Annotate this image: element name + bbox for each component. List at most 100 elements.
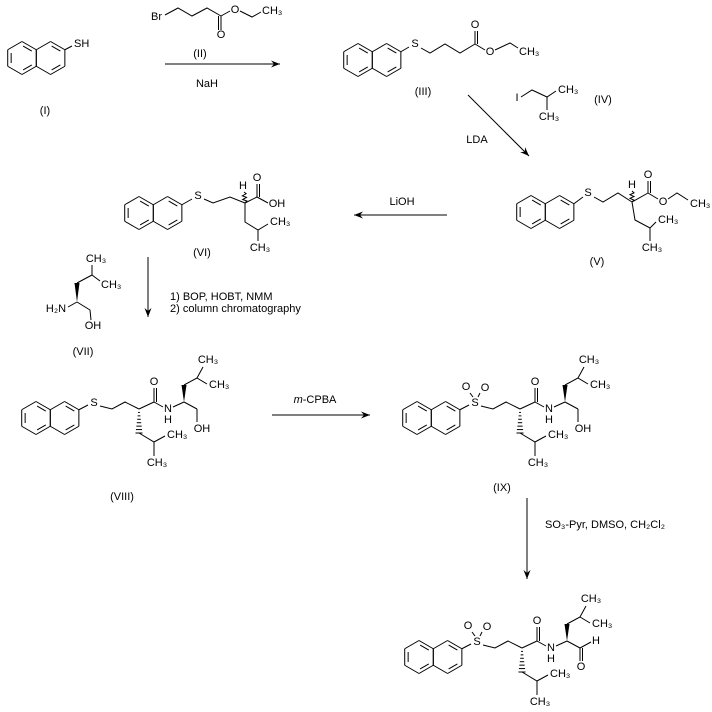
atom-label-o: O xyxy=(462,381,471,393)
aromatic-inner-bond xyxy=(51,45,61,52)
bond xyxy=(220,10,231,17)
reagent-coupling-step-2: 2) column chromatography xyxy=(170,303,301,315)
bond-chain xyxy=(519,432,547,443)
ring-bond xyxy=(433,664,448,674)
arrow-step-2 xyxy=(467,94,530,157)
ring-bond xyxy=(167,196,183,206)
ring-bond xyxy=(416,425,432,435)
ring-bond xyxy=(167,220,183,230)
ring-bond xyxy=(357,67,373,77)
atom-label-n: N xyxy=(545,403,553,415)
aromatic-inner-bond xyxy=(65,405,75,412)
aromatic-inner-bond xyxy=(531,218,542,225)
bond-chain xyxy=(593,192,633,203)
atom-label-ch3: CH₃ xyxy=(101,279,121,291)
reagent-nah: NaH xyxy=(196,78,218,90)
ring-bond xyxy=(372,43,387,53)
bond xyxy=(461,643,472,650)
wedge-bond xyxy=(564,624,570,641)
atom-label-oh: OH xyxy=(269,198,286,210)
ring-bond xyxy=(138,196,154,206)
atom-label-ch3: CH₃ xyxy=(147,457,167,469)
atom-label-h: H xyxy=(628,179,636,191)
bond-chain xyxy=(566,605,587,625)
atom-label-o: O xyxy=(471,19,480,31)
aromatic-inner-bond xyxy=(417,405,428,412)
aromatic-inner-bond xyxy=(139,200,150,207)
bond-chain xyxy=(579,616,591,624)
ring-bond xyxy=(447,664,463,674)
atom-label-o: O xyxy=(483,621,492,633)
arrow-step-3 xyxy=(354,211,447,219)
ring-bond xyxy=(64,401,80,411)
bond xyxy=(76,274,93,284)
atom-label-s: S xyxy=(411,38,418,50)
atom-label-h: H xyxy=(592,635,600,647)
ring-bond xyxy=(545,195,560,205)
naphthalene-ring xyxy=(516,195,575,229)
bond-chain xyxy=(579,641,592,649)
sulfonyl-bond xyxy=(477,392,481,398)
bond-chain xyxy=(164,7,222,17)
atom-label-o: O xyxy=(531,376,540,388)
atom-label-s: S xyxy=(473,636,480,648)
aromatic-inner-bond xyxy=(387,47,397,54)
ring-bond xyxy=(418,664,434,674)
bond xyxy=(256,196,269,204)
atom-label-br: Br xyxy=(151,11,162,23)
bond xyxy=(573,196,584,205)
atom-label-ch3: CH₃ xyxy=(528,457,548,469)
compound-label-v: (V) xyxy=(590,256,605,268)
sulfonyl-bond xyxy=(471,631,476,637)
ring-bond xyxy=(36,41,51,51)
bond-chain xyxy=(196,377,208,385)
ring-bond xyxy=(559,219,575,229)
ring-bond xyxy=(530,219,546,229)
arrow-step-4 xyxy=(144,257,152,317)
bond-chain xyxy=(564,401,579,410)
atom-label-ch3: CH₃ xyxy=(642,242,662,254)
aromatic-inner-bond xyxy=(168,219,178,226)
atom-label-ch3: CH₃ xyxy=(270,216,290,228)
ring-bond xyxy=(36,65,51,75)
atom-label-i: I xyxy=(515,92,518,104)
atom-label-ch3: CH₃ xyxy=(262,5,282,17)
ring-bond xyxy=(50,65,66,75)
atom-label-ch3: CH₃ xyxy=(250,242,270,254)
bond-chain xyxy=(239,10,262,18)
reagent-coupling-step-1: 1) BOP, HOBT, NMM xyxy=(170,291,272,303)
bond xyxy=(459,404,470,411)
wedge-bond xyxy=(562,385,568,402)
ring-bond xyxy=(404,640,420,650)
arrow-head xyxy=(271,60,280,68)
atom-label-s: S xyxy=(194,190,201,202)
atom-label-ch3: CH₃ xyxy=(548,429,568,441)
aromatic-inner-bond xyxy=(36,424,47,431)
ring-bond xyxy=(416,401,432,411)
ring-bond xyxy=(64,425,80,435)
ring-bond xyxy=(124,196,140,206)
ring-bond xyxy=(372,67,387,77)
atom-label-h2n: H₂N xyxy=(46,303,66,315)
ring-bond xyxy=(402,401,418,411)
ring-bond xyxy=(431,401,446,411)
wedge-bond xyxy=(181,385,187,402)
ring-bond xyxy=(516,195,532,205)
atom-label-o: O xyxy=(577,661,586,673)
atom-label-ch3: CH₃ xyxy=(590,379,610,391)
atom-label-ch3: CH₃ xyxy=(658,214,678,226)
aromatic-inner-bond xyxy=(419,663,430,670)
ring-bond xyxy=(35,425,51,435)
ring-bond xyxy=(545,219,560,229)
naphthalene-ring xyxy=(124,196,183,230)
ring-bond xyxy=(559,195,575,205)
bond-chain xyxy=(138,432,166,443)
ring-bond xyxy=(530,195,546,205)
bond-chain xyxy=(566,640,581,649)
